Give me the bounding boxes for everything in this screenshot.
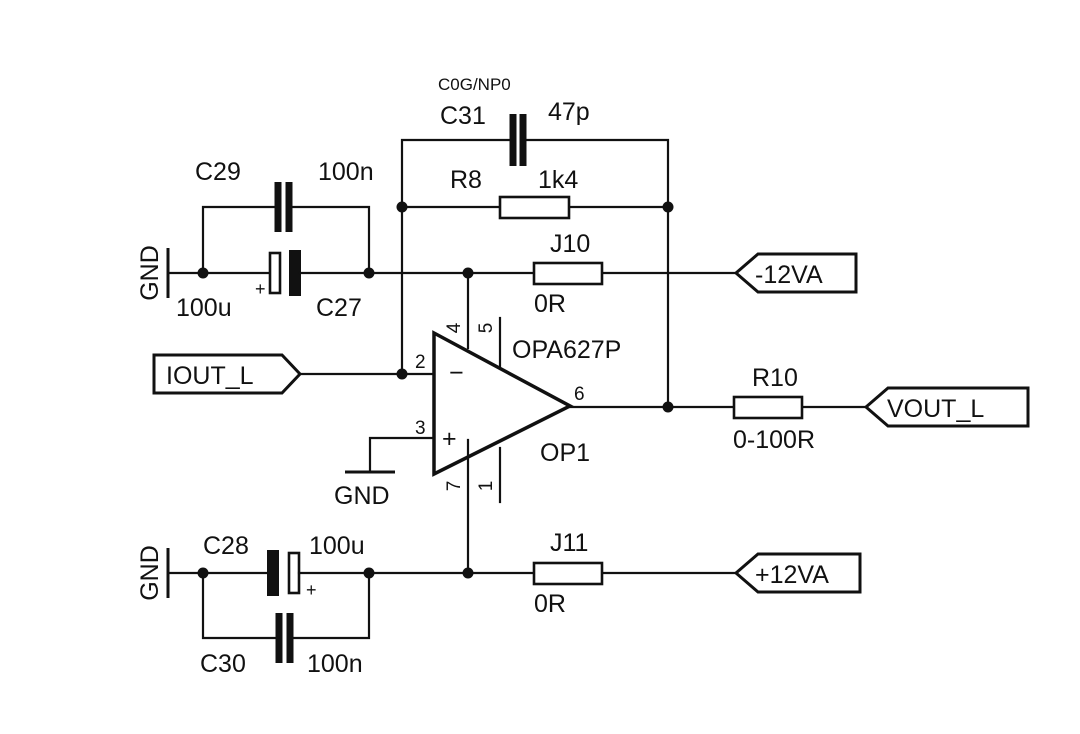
r8-value-label: 1k4	[538, 166, 578, 194]
pin-1-label: 1	[476, 481, 497, 492]
junction-dot	[662, 401, 674, 413]
junction-dot	[396, 368, 408, 380]
opamp-name-label: OP1	[540, 439, 590, 467]
opamp-part-label: OPA627P	[512, 336, 621, 364]
pin-5-label: 5	[476, 323, 497, 334]
capacitor-c30	[201, 571, 371, 663]
c29-name-label: C29	[195, 158, 241, 186]
opamp-op1	[432, 316, 574, 575]
c28-name-label: C28	[203, 532, 249, 560]
port-pos-12va	[733, 552, 862, 594]
r10-name-label: R10	[752, 364, 798, 392]
junction-dot	[396, 201, 408, 213]
junction-dot	[197, 567, 209, 579]
resistor-r10	[732, 395, 804, 420]
feedback-capacitor-c31	[400, 114, 670, 209]
c29-value-label: 100n	[318, 158, 374, 186]
capacitor-c29	[201, 182, 371, 275]
r8-name-label: R8	[450, 166, 482, 194]
ground-symbol-bottom	[166, 548, 270, 598]
j10-value-label: 0R	[534, 290, 566, 318]
gnd-label-top: GND	[136, 245, 164, 301]
port-vout-l-label: VOUT_L	[887, 395, 984, 423]
port-neg-12va-label: -12VA	[755, 261, 823, 289]
ground-symbol-mid	[345, 436, 436, 474]
pin-2-label: 2	[415, 352, 426, 373]
gnd-label-mid: GND	[334, 482, 390, 510]
c30-value-label: 100n	[307, 650, 363, 678]
j11-value-label: 0R	[534, 590, 566, 618]
port-iout-l-label: IOUT_L	[166, 362, 254, 390]
r10-value-label: 0-100R	[733, 426, 815, 454]
port-pos-12va-label: +12VA	[755, 561, 829, 589]
capacitor-c28	[267, 550, 371, 596]
port-neg-12va	[733, 252, 858, 294]
junction-dot	[363, 567, 375, 579]
c27-name-label: C27	[316, 294, 362, 322]
c27-value-label: 100u	[176, 294, 232, 322]
c27-polarity-mark: +	[255, 279, 266, 299]
port-vout-l	[863, 386, 1030, 428]
jumper-j11	[532, 561, 604, 586]
junction-dot	[462, 567, 474, 579]
c31-dielectric-label: C0G/NP0	[438, 75, 511, 94]
jumper-j10	[532, 261, 604, 286]
ground-symbol-top	[166, 248, 274, 298]
c28-value-label: 100u	[309, 532, 365, 560]
opamp-noninverting-symbol: +	[442, 425, 457, 453]
j11-name-label: J11	[550, 529, 588, 557]
neg-supply-rail	[367, 271, 740, 350]
gnd-label-bottom: GND	[136, 545, 164, 601]
c28-polarity-mark: +	[306, 580, 317, 600]
junction-dot	[462, 267, 474, 279]
pin-4-label: 4	[444, 322, 465, 333]
c31-value-label: 47p	[548, 98, 590, 126]
pin-3-label: 3	[415, 418, 426, 439]
junction-dot	[662, 201, 674, 213]
c30-name-label: C30	[200, 650, 246, 678]
junction-dot	[363, 267, 375, 279]
feedback-resistor-r8	[400, 195, 670, 220]
pin-7-label: 7	[444, 481, 465, 492]
c31-name-label: C31	[440, 102, 486, 130]
pin-6-label: 6	[574, 384, 585, 405]
port-iout-l	[152, 353, 436, 395]
junction-dot	[197, 267, 209, 279]
junction-dots	[197, 201, 674, 579]
opamp-inverting-symbol: −	[449, 359, 464, 387]
j10-name-label: J10	[550, 230, 590, 258]
capacitor-c27	[268, 250, 371, 296]
